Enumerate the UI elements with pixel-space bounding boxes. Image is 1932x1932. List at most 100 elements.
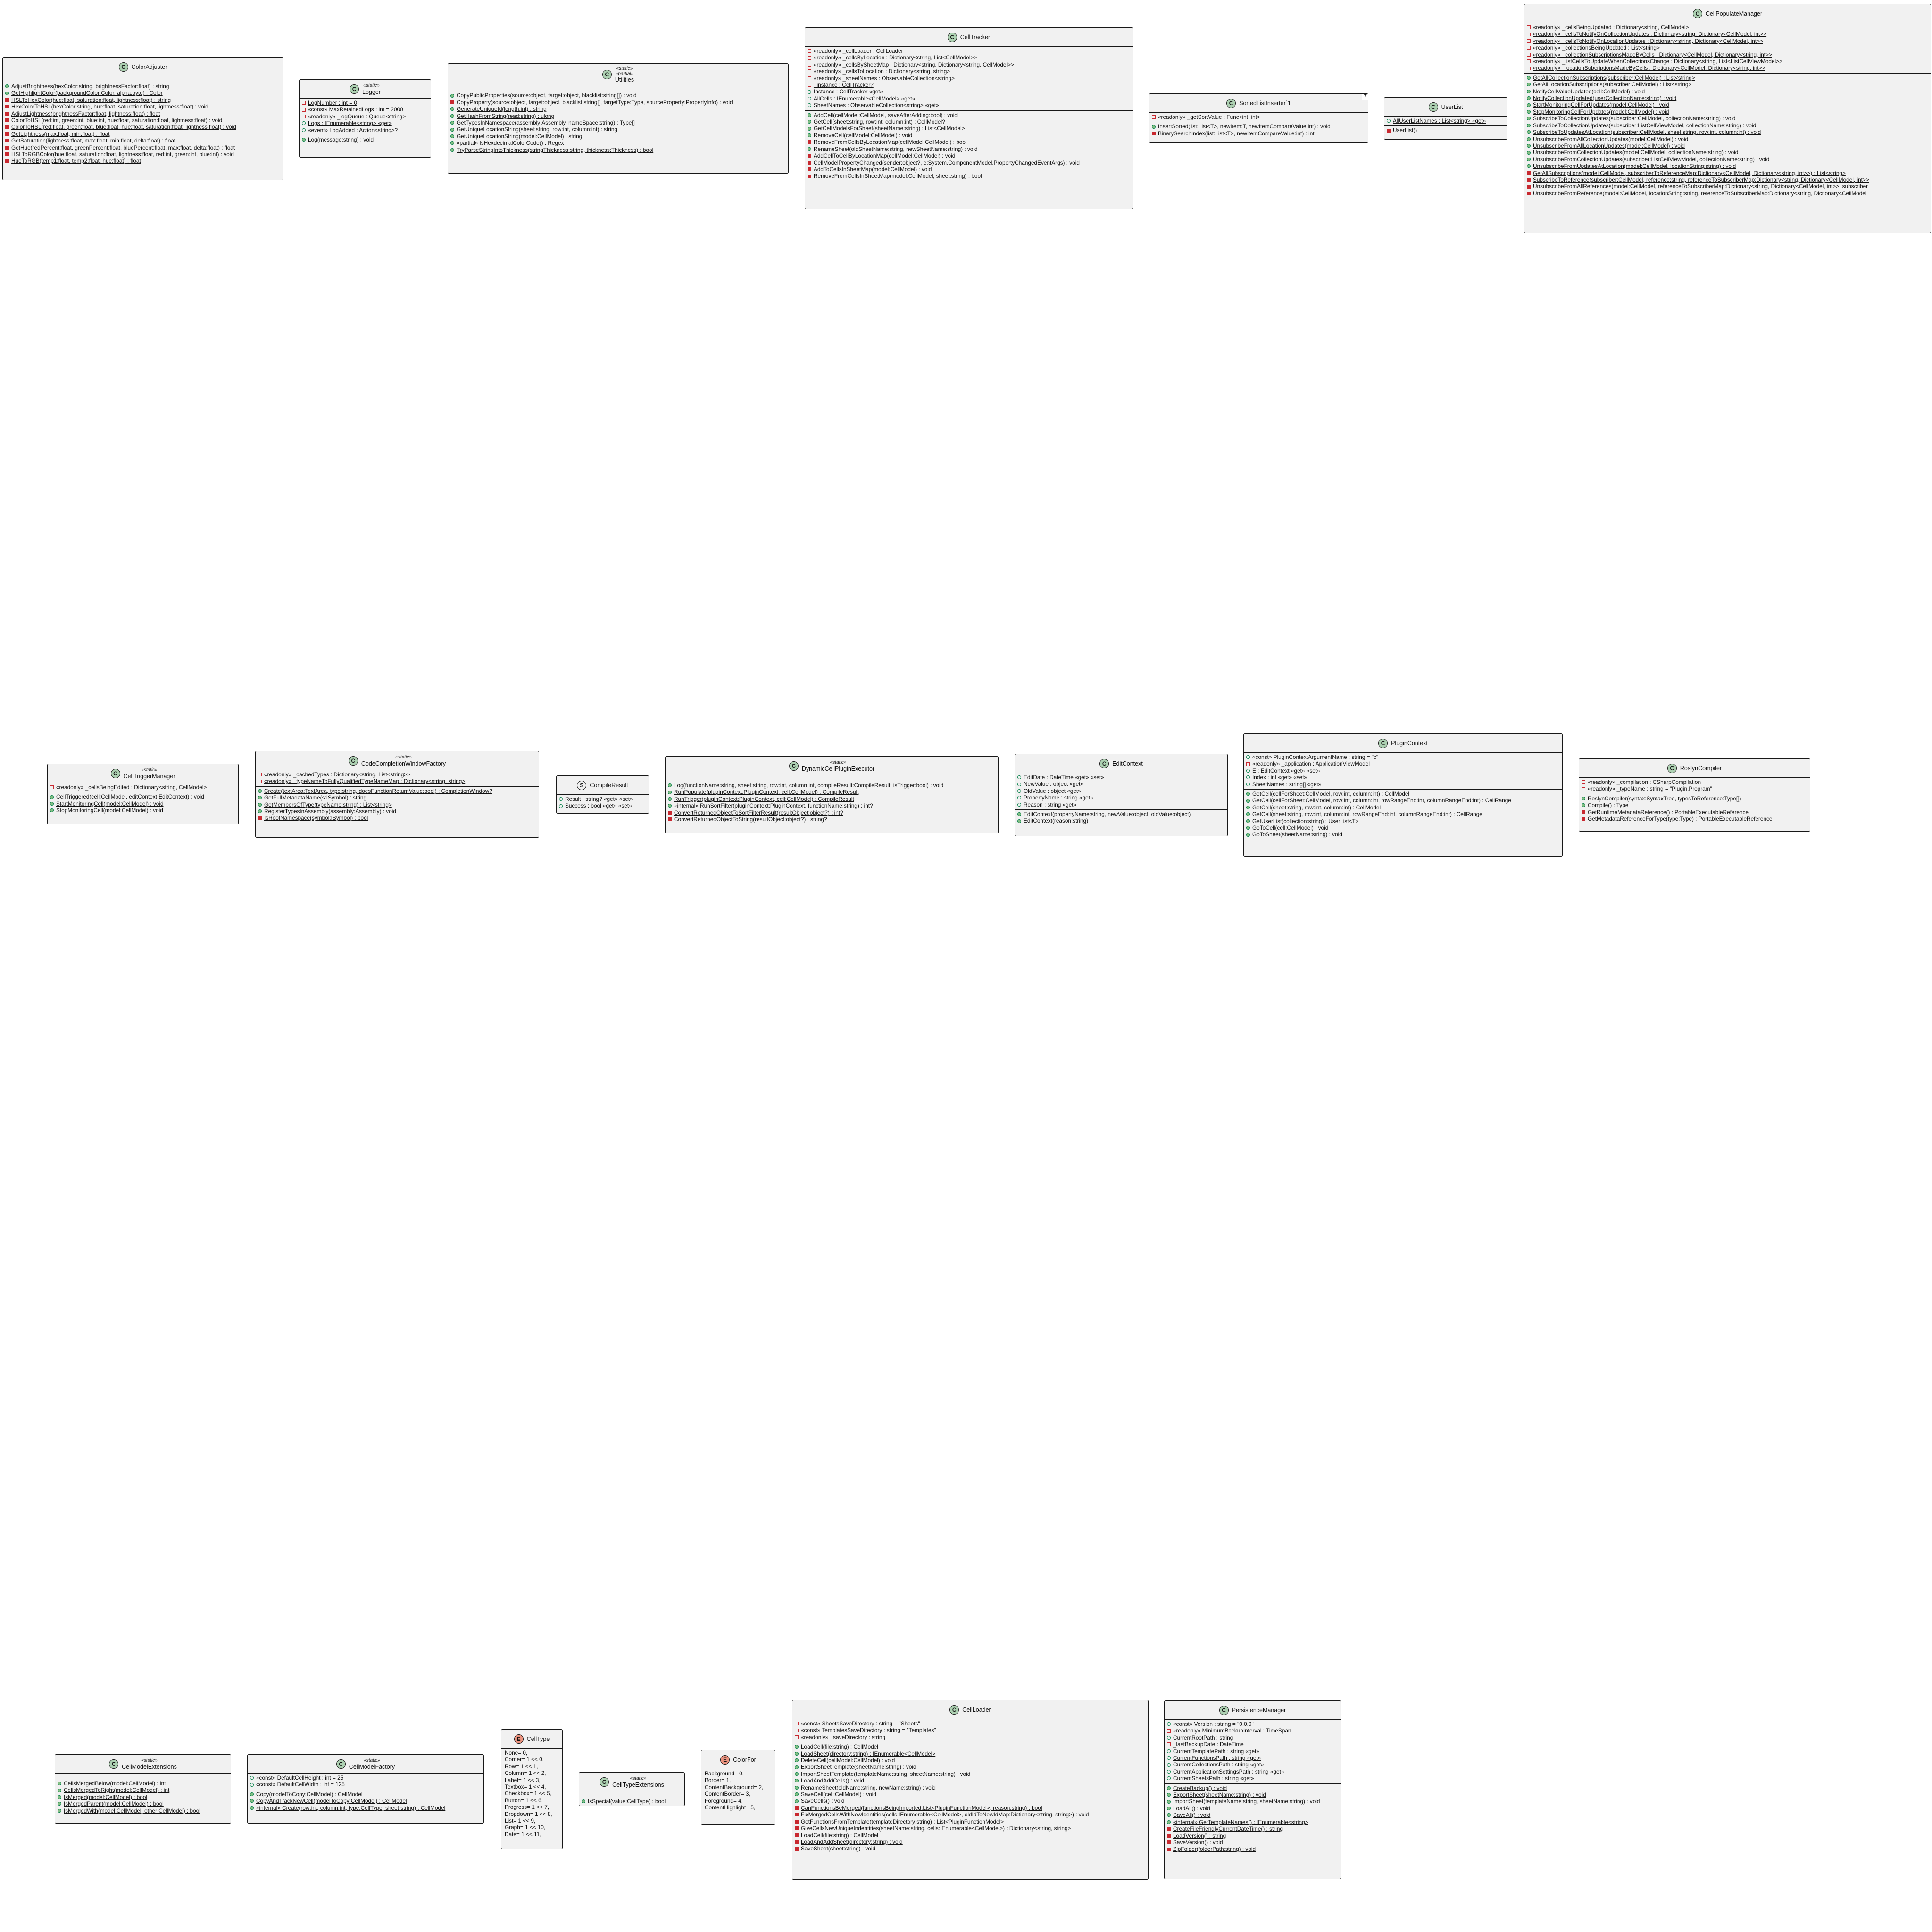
class-title: «static»CodeCompletionWindowFactory	[361, 755, 446, 766]
method-row: IsMerged(model:CellModel) : bool	[58, 1794, 228, 1800]
class-title: CellType	[527, 1736, 550, 1742]
public-visibility-icon	[795, 1779, 799, 1783]
member-signature: Instance : CellTracker «get»	[814, 88, 883, 95]
method-row: GetCellModelsForSheet(sheetName:string) …	[808, 125, 1130, 132]
method-row: ColorToHSL(red:float, green:float, blue:…	[5, 124, 280, 130]
public-visibility-icon	[450, 148, 454, 152]
member-signature: CellTriggered(cell:CellModel, editContex…	[56, 793, 204, 800]
class-header: C«static»CellTypeExtensions	[579, 1773, 684, 1791]
member-signature: StopMonitoringCell(model:CellModel) : vo…	[56, 807, 163, 814]
private-visibility-icon	[1152, 115, 1156, 119]
field-row: «const» Version : string = "0.0.0"	[1167, 1721, 1338, 1727]
method-row: FixMergedCellsWithNewIdentities(cells:IE…	[795, 1811, 1145, 1818]
field-row: Result : string? «get» «set»	[559, 796, 646, 802]
method-row: GetCell(sheet:string, row:int, column:in…	[1246, 811, 1559, 817]
method-row: NotifyCellValueUpdated(cell:CellModel) :…	[1527, 88, 1928, 95]
private-visibility-icon	[1527, 52, 1531, 57]
method-row: CopyPublicProperties(source:object, targ…	[450, 92, 785, 99]
member-signature: GetLightness(max:float, min:float) : flo…	[11, 130, 110, 137]
stereotype: «static»	[616, 66, 633, 71]
method-row: ExportSheet(sheetName:string) : void	[1167, 1791, 1338, 1798]
class-name: UserList	[1441, 104, 1463, 110]
enum-value: Date= 1 << 11,	[505, 1831, 541, 1838]
member-signature: AddCell(cellModel:CellModel, saveAfterAd…	[814, 111, 958, 118]
class-title: CellTracker	[960, 34, 990, 41]
method-row: UnsubscribeFromUpdatesAtLocation(model:C…	[1527, 163, 1928, 169]
member-signature: GoToCell(cell:CellModel) : void	[1252, 824, 1329, 832]
member-signature: ExportSheetTemplate(sheetName:string) : …	[801, 1764, 916, 1771]
class-name: CellType	[526, 1736, 550, 1742]
public-visibility-icon	[5, 84, 9, 89]
member-signature: GenerateUniqueId(length:int) : string	[457, 106, 547, 113]
enum-value: Border= 1,	[705, 1777, 731, 1784]
public-visibility-icon	[559, 804, 563, 808]
stereotype: «partial»	[615, 71, 634, 77]
public-visibility-icon	[1167, 1776, 1171, 1781]
member-signature: GetHue(redPercent:float, greenPercent:fl…	[11, 144, 235, 151]
member-signature: «readonly» _logQueue : Queue<string>	[308, 113, 406, 120]
field-row: «readonly» MinimumBackupInterval : TimeS…	[1167, 1727, 1338, 1734]
private-visibility-icon	[5, 98, 9, 102]
member-signature: «readonly» _cellLoader : CellLoader	[814, 48, 903, 54]
public-visibility-icon	[1246, 775, 1250, 780]
public-visibility-icon	[1527, 130, 1531, 134]
class-title: PluginContext	[1391, 740, 1428, 747]
method-row: SaveCells() : void	[795, 1798, 1145, 1804]
member-signature: Result : string? «get» «set»	[565, 796, 633, 802]
method-row: RemoveFromCellsInSheetMap(model:CellMode…	[808, 173, 1130, 179]
field-row: Instance : CellTracker «get»	[808, 88, 1130, 95]
method-row: LoadVersion() : string	[1167, 1832, 1338, 1839]
member-signature: RegisterTypesInAssembly(assembly:Assembl…	[264, 808, 396, 815]
member-signature: LoadSheet(directory:string) : IEnumerabl…	[801, 1750, 936, 1757]
member-signature: IsMergedWith(model:CellModel, other:Cell…	[64, 1807, 200, 1814]
public-visibility-icon	[1246, 806, 1250, 810]
public-visibility-icon	[795, 1751, 799, 1756]
public-visibility-icon	[1152, 125, 1156, 129]
class-header: C«static»Logger	[300, 80, 431, 98]
member-signature: GetAllCollectionSubscriptions(subscriber…	[1533, 74, 1695, 81]
member-signature: NotifyCellValueUpdated(cell:CellModel) :…	[1533, 88, 1645, 95]
class-kind-icon: C	[602, 70, 612, 80]
methods-section: GetAllCollectionSubscriptions(subscriber…	[1524, 73, 1931, 198]
member-signature: SubscribeToUpdatesAtLocation(subscriber:…	[1533, 129, 1761, 136]
member-signature: EditContext(reason:string)	[1024, 817, 1089, 824]
method-row: GetSaturation(lightness:float, max:float…	[5, 137, 280, 144]
public-visibility-icon	[1582, 797, 1585, 801]
member-signature: «internal» RunSortFilter(pluginContext:P…	[674, 802, 873, 809]
field-row: «readonly» _collectionSubscriptionsMadeB…	[1527, 51, 1928, 58]
class-kind-icon: C	[947, 33, 957, 42]
public-visibility-icon	[1527, 157, 1531, 161]
member-signature: GetMetadataReferenceForType(type:Type) :…	[1588, 816, 1773, 823]
method-row: DeleteCell(cellModel:CellModel) : void	[795, 1757, 1145, 1764]
private-visibility-icon	[795, 1819, 799, 1824]
member-signature: PropertyName : string «get»	[1024, 794, 1093, 801]
public-visibility-icon	[302, 128, 306, 132]
private-visibility-icon	[1167, 1847, 1171, 1851]
public-visibility-icon	[58, 1795, 61, 1799]
fields-section	[55, 1773, 231, 1779]
member-signature: «const» DefaultCellHeight : int = 25	[256, 1774, 344, 1781]
methods-section: Log(functionName:string, sheet:string, r…	[666, 781, 998, 824]
private-visibility-icon	[795, 1847, 799, 1851]
field-row: «readonly» _compilation : CSharpCompilat…	[1582, 779, 1807, 785]
method-row: LoadAndAddSheet(directory:string) : void	[795, 1839, 1145, 1845]
enum-value: None= 0,	[505, 1749, 528, 1756]
member-signature: OldValue : object «get»	[1024, 787, 1081, 794]
class-kind-icon: C	[1692, 9, 1702, 18]
private-visibility-icon	[5, 139, 9, 143]
private-visibility-icon	[1167, 1827, 1171, 1831]
private-visibility-icon	[1167, 1833, 1171, 1838]
private-visibility-icon	[5, 152, 9, 157]
private-visibility-icon	[1167, 1742, 1171, 1747]
field-row: «readonly» _sheetNames : ObservableColle…	[808, 75, 1130, 82]
private-visibility-icon	[1527, 39, 1531, 43]
enum-value: Button= 1 << 6,	[505, 1797, 543, 1804]
stereotype: «static»	[364, 1758, 380, 1764]
class-kind-icon: C	[1219, 1706, 1229, 1715]
member-signature: Success : bool «get» «set»	[565, 802, 632, 809]
field-row: «readonly» _cellsByLocation : Dictionary…	[808, 54, 1130, 61]
